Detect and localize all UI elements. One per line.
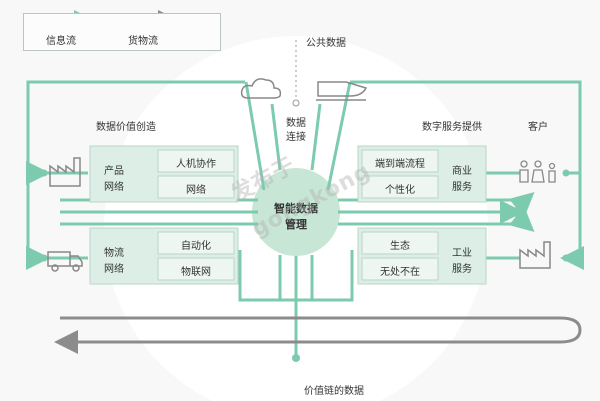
cloud-icon bbox=[240, 78, 282, 99]
bottom-left-bend bbox=[238, 250, 296, 302]
truck-icon bbox=[47, 251, 83, 272]
value-chain-data-label: 价值链的数据 bbox=[304, 386, 364, 397]
legend-info-label: 信息流 bbox=[46, 36, 76, 47]
industry-service-line2: 服务 bbox=[452, 264, 472, 275]
public-data-label: 公共数据 bbox=[306, 38, 346, 49]
top-left-diagonal bbox=[244, 81, 266, 191]
commerce-service-line1: 商业 bbox=[452, 166, 472, 177]
product-network-line1: 产品 bbox=[104, 166, 124, 177]
human-collab-label: 人机协作 bbox=[176, 159, 216, 170]
value-creation-label: 数据价值创造 bbox=[96, 122, 156, 133]
value-chain-node bbox=[292, 354, 300, 362]
iot-label: 物联网 bbox=[181, 267, 211, 278]
commerce-service-line2: 服务 bbox=[452, 182, 472, 193]
data-connect-line1: 数据 bbox=[286, 118, 306, 129]
logistics-network-line2: 网络 bbox=[104, 264, 124, 275]
right-flow bbox=[350, 80, 584, 270]
data-connect-line2: 连接 bbox=[286, 132, 306, 143]
product-network-line2: 网络 bbox=[104, 182, 124, 193]
digital-service-label: 数字服务提供 bbox=[422, 122, 482, 133]
end-to-end-label: 端到端流程 bbox=[375, 159, 425, 170]
automation-label: 自动化 bbox=[181, 241, 211, 252]
network-label: 网络 bbox=[186, 185, 206, 196]
people-icon bbox=[519, 160, 556, 183]
center-circle bbox=[252, 168, 340, 256]
goods-loop bbox=[54, 316, 582, 354]
ubiquitous-label: 无处不在 bbox=[380, 267, 420, 278]
train-connector bbox=[310, 103, 322, 171]
center-line2: 管理 bbox=[285, 218, 307, 231]
factory-icon-left bbox=[49, 157, 81, 187]
cloud-connector bbox=[270, 103, 282, 171]
legend-box bbox=[23, 13, 221, 51]
personalization-label: 个性化 bbox=[385, 185, 415, 196]
legend-goods-label: 货物流 bbox=[128, 36, 158, 47]
center-line1: 智能数据 bbox=[274, 202, 318, 215]
fork-up bbox=[508, 192, 535, 217]
train-icon bbox=[316, 81, 368, 101]
factory-icon-right bbox=[519, 241, 551, 269]
bottom-right-bend bbox=[296, 250, 354, 302]
customer-label: 客户 bbox=[528, 122, 548, 133]
ecology-label: 生态 bbox=[390, 241, 410, 252]
fork-down bbox=[508, 207, 535, 232]
left-lower-flow bbox=[26, 120, 50, 270]
industry-service-line1: 工业 bbox=[452, 248, 472, 259]
logistics-network-line1: 物流 bbox=[104, 248, 124, 259]
